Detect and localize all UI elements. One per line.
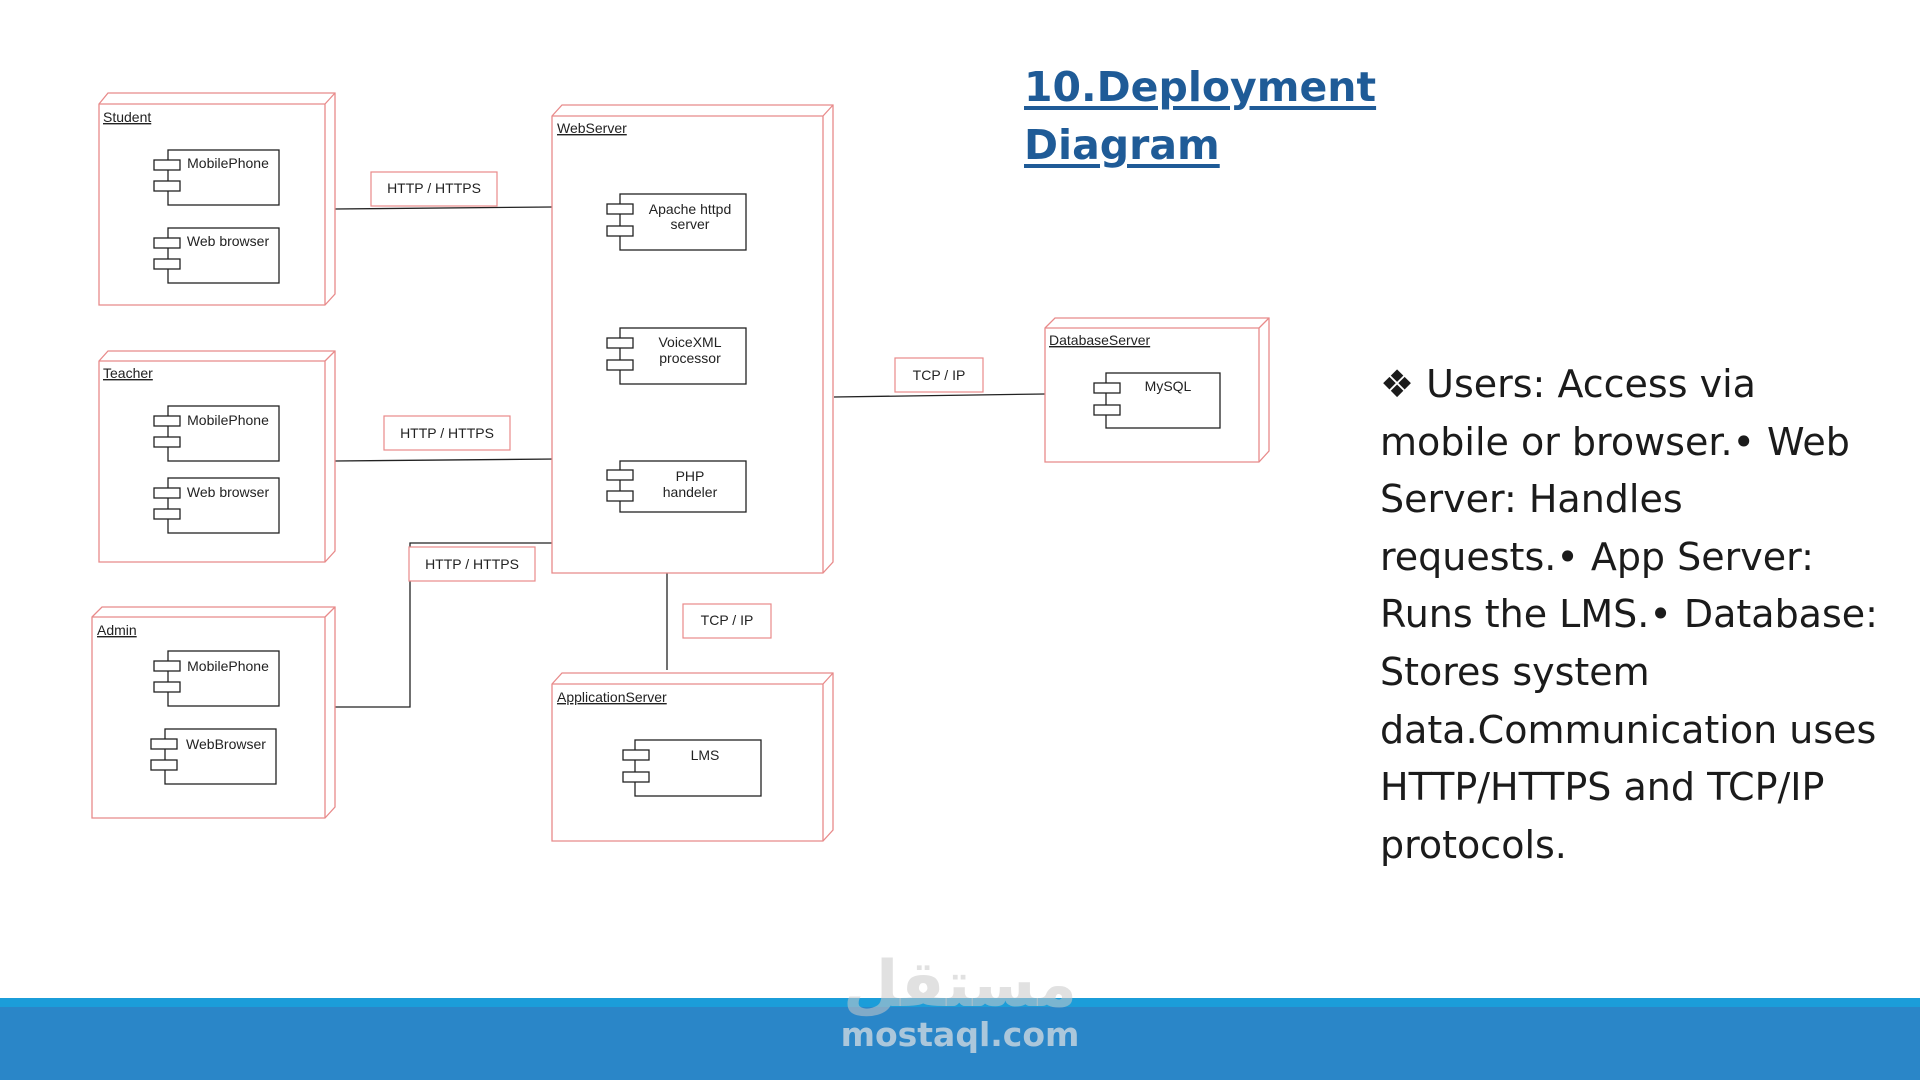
component-voicexml: VoiceXML processor	[606, 327, 747, 385]
node-web-server: WebServer Apache httpd server VoiceXML p…	[551, 104, 834, 574]
svg-text:HTTP / HTTPS: HTTP / HTTPS	[400, 425, 494, 441]
svg-text:TCP / IP: TCP / IP	[913, 367, 966, 383]
slide-title-line: Diagram	[1024, 121, 1220, 169]
node-database-server: DatabaseServer MySQL	[1044, 317, 1270, 463]
node-student: Student MobilePhone Web browser	[98, 92, 336, 306]
node-title-web-server: WebServer	[557, 120, 627, 136]
component-label: MobilePhone	[187, 412, 269, 428]
component-label: MobilePhone	[187, 658, 269, 674]
component-label: PHP	[676, 468, 705, 484]
student-web-connector	[334, 206, 553, 210]
admin-web-connector	[335, 542, 552, 708]
node-admin: Admin MobilePhone WebBrowser	[91, 606, 336, 819]
connector-label-web-db: TCP / IP	[894, 357, 984, 393]
component-label: server	[671, 216, 710, 232]
component-label: Apache httpd	[649, 201, 732, 217]
component-label: MobilePhone	[187, 155, 269, 171]
svg-text:HTTP / HTTPS: HTTP / HTTPS	[425, 556, 519, 572]
node-title-student: Student	[103, 109, 151, 125]
component-label: LMS	[691, 747, 720, 763]
component-label: Web browser	[187, 484, 270, 500]
node-teacher: Teacher MobilePhone Web browser	[98, 350, 336, 563]
component-teacher-phone: MobilePhone	[153, 405, 280, 462]
node-application-server: ApplicationServer LMS	[551, 672, 834, 842]
node-title-admin: Admin	[97, 622, 137, 638]
footer-accent-line	[0, 998, 1920, 1007]
component-lms: LMS	[622, 739, 762, 797]
component-label: Web browser	[187, 233, 270, 249]
connector-label-web-app: TCP / IP	[682, 603, 772, 639]
component-label: handeler	[663, 484, 718, 500]
component-student-browser: Web browser	[153, 227, 280, 284]
component-label: VoiceXML	[658, 334, 721, 350]
footer-bar	[0, 1007, 1920, 1080]
component-admin-phone: MobilePhone	[153, 650, 280, 707]
component-apache: Apache httpd server	[606, 193, 747, 251]
connectors	[334, 206, 1046, 708]
connector-label-admin-web: HTTP / HTTPS	[408, 546, 536, 582]
node-title-application-server: ApplicationServer	[557, 689, 667, 705]
web-db-connector	[833, 393, 1046, 398]
component-label: WebBrowser	[186, 736, 266, 752]
connector-label-student-web: HTTP / HTTPS	[370, 171, 498, 207]
slide-title-line: 10.Deployment	[1024, 63, 1377, 111]
component-label: processor	[659, 350, 721, 366]
svg-text:TCP / IP: TCP / IP	[701, 612, 754, 628]
node-title-database-server: DatabaseServer	[1049, 332, 1151, 348]
component-mysql: MySQL	[1093, 372, 1221, 429]
slide-title: 10.Deployment Diagram	[1024, 58, 1376, 174]
component-teacher-browser: Web browser	[153, 477, 280, 534]
component-label: MySQL	[1145, 378, 1192, 394]
watermark-domain: mostaql.com	[840, 1015, 1080, 1054]
slide-description: ❖ Users: Access via mobile or browser.• …	[1380, 362, 1878, 867]
connector-label-teacher-web: HTTP / HTTPS	[383, 415, 511, 451]
component-student-phone: MobilePhone	[153, 149, 280, 206]
component-php: PHP handeler	[606, 460, 747, 513]
teacher-web-connector	[334, 458, 558, 462]
node-title-teacher: Teacher	[103, 365, 153, 381]
component-admin-browser: WebBrowser	[150, 728, 277, 785]
watermark-logo: مستقل	[842, 948, 1078, 1022]
svg-text:HTTP / HTTPS: HTTP / HTTPS	[387, 180, 481, 196]
